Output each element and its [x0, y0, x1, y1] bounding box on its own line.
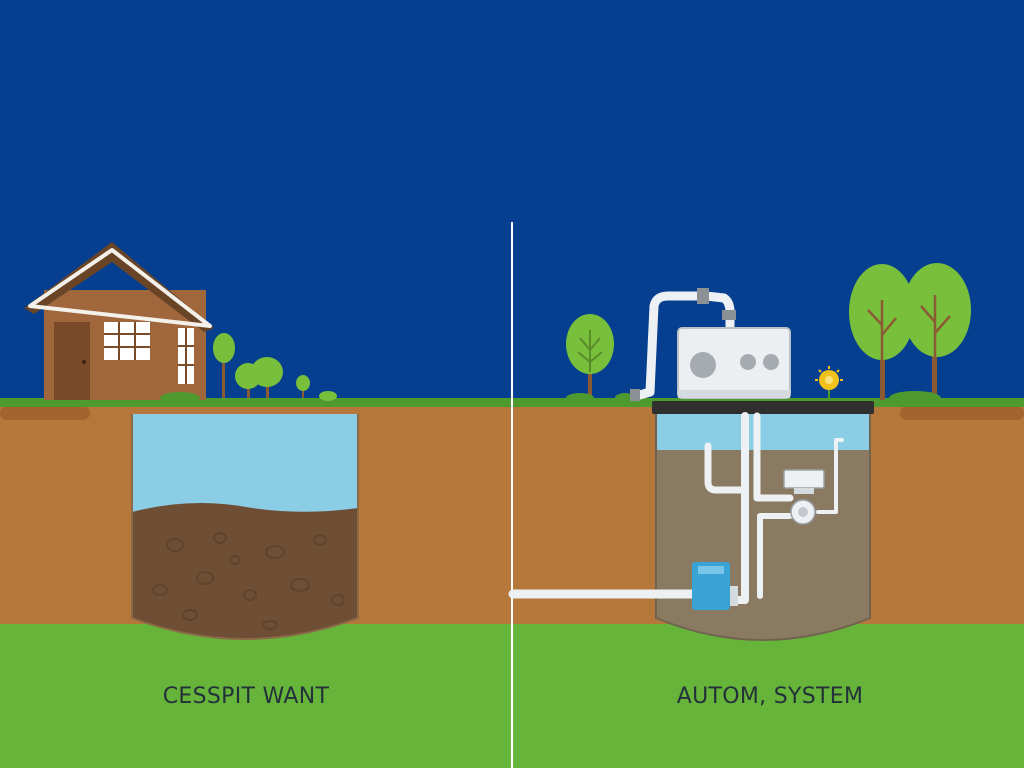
- window-icon: [178, 328, 194, 384]
- submersible-pump-icon: [692, 562, 738, 610]
- tree-icon: [849, 264, 915, 400]
- house-icon: [24, 242, 214, 400]
- cesspit: [131, 414, 359, 640]
- grass-tuft: [889, 391, 941, 405]
- tree-icon: [251, 357, 283, 398]
- pipe-icon: [508, 288, 844, 604]
- bush: [160, 392, 200, 404]
- soil-shadow-left: [0, 406, 90, 420]
- tree-icon: [213, 333, 235, 398]
- tree-icon: [903, 263, 971, 400]
- window-icon: [104, 322, 150, 360]
- tank-lid: [652, 401, 874, 414]
- caption-cesspit: CESSPIT WANT: [162, 684, 330, 709]
- bush: [319, 391, 337, 401]
- soil-shadow-right: [900, 406, 1024, 420]
- right-panel: [508, 263, 971, 641]
- tree-icon: [566, 314, 614, 400]
- caption-automatic-system: AUTOM, SYSTEM: [676, 684, 864, 709]
- tree-icon: [296, 375, 310, 398]
- float-switch-icon: [783, 469, 825, 525]
- sun-flower-icon: [815, 366, 843, 400]
- grass-tuft: [566, 393, 594, 403]
- left-panel: [24, 242, 359, 640]
- pump-unit-icon: [677, 327, 791, 399]
